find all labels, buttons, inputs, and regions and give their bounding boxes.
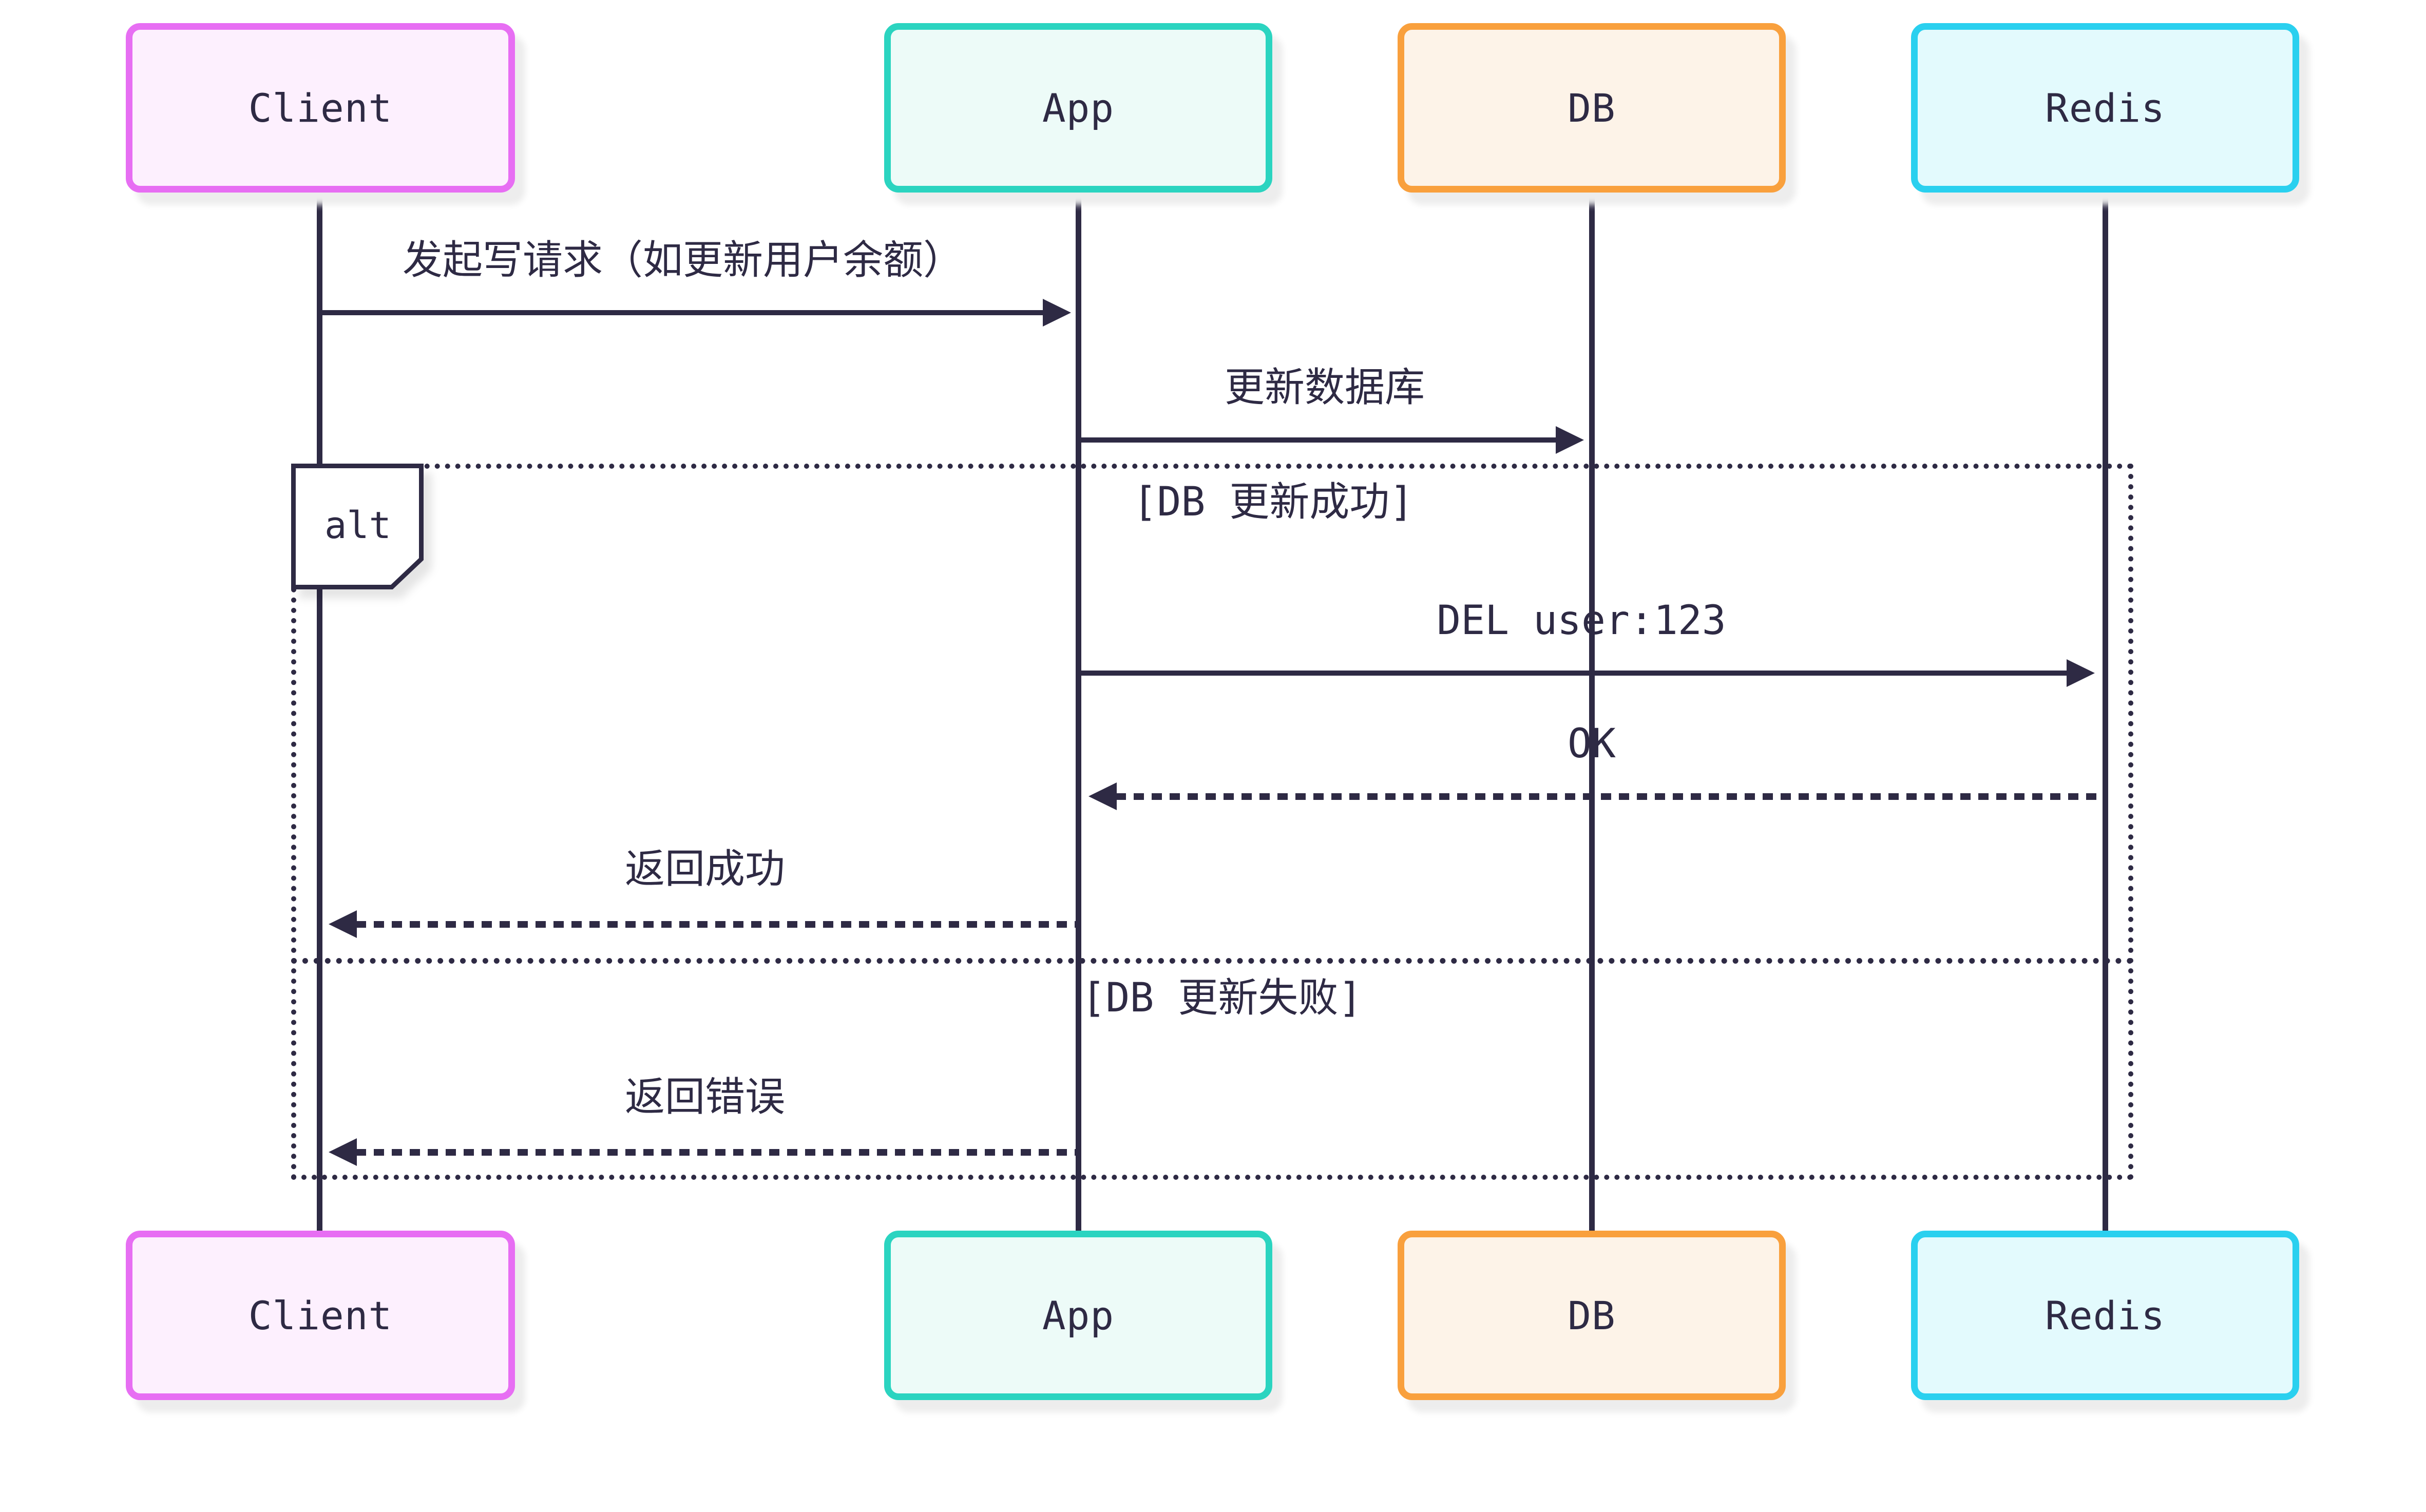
alt-guard-success: [DB 更新成功] [1133, 479, 1414, 525]
actor-box-app-bottom: App [884, 1231, 1272, 1400]
message-line-update-db [1081, 437, 1559, 443]
actor-box-app-top: App [884, 23, 1272, 193]
arrowhead-left-icon [329, 1138, 357, 1166]
lifeline-client [317, 193, 322, 1231]
alt-label-shape [291, 464, 424, 589]
lifeline-db [1589, 193, 1595, 1231]
actor-box-db-bottom: DB [1398, 1231, 1786, 1400]
message-label-del-key: DEL user:123 [1437, 598, 1726, 644]
message-label-write-request: 发起写请求（如更新用户余额） [402, 237, 963, 283]
lifeline-app [1076, 193, 1081, 1231]
actor-box-client-bottom: Client [126, 1231, 515, 1400]
message-line-write-request [322, 310, 1046, 315]
message-label-ok: OK [1568, 721, 1616, 767]
arrowhead-left-icon [329, 910, 357, 938]
message-line-return-error [356, 1149, 1076, 1156]
arrowhead-right-icon [2067, 659, 2095, 687]
alt-label: alt [324, 504, 392, 547]
message-label-return-error: 返回错误 [624, 1074, 785, 1120]
actor-box-db-top: DB [1398, 23, 1786, 193]
actor-box-client-top: Client [126, 23, 515, 193]
actor-box-redis-top: Redis [1911, 23, 2299, 193]
arrowhead-left-icon [1088, 782, 1117, 810]
arrowhead-right-icon [1043, 299, 1071, 327]
alt-guard-failure: [DB 更新失败] [1081, 975, 1363, 1021]
alt-frame-border [291, 464, 2133, 1180]
alt-frame-divider [291, 958, 2133, 964]
message-line-ok [1116, 793, 2103, 800]
message-line-return-success [356, 921, 1076, 928]
actor-box-redis-bottom: Redis [1911, 1231, 2299, 1400]
message-label-update-db: 更新数据库 [1224, 365, 1425, 411]
message-label-return-success: 返回成功 [624, 846, 785, 892]
message-line-del-key [1081, 671, 2070, 676]
lifeline-redis [2103, 193, 2108, 1231]
arrowhead-right-icon [1556, 426, 1584, 454]
